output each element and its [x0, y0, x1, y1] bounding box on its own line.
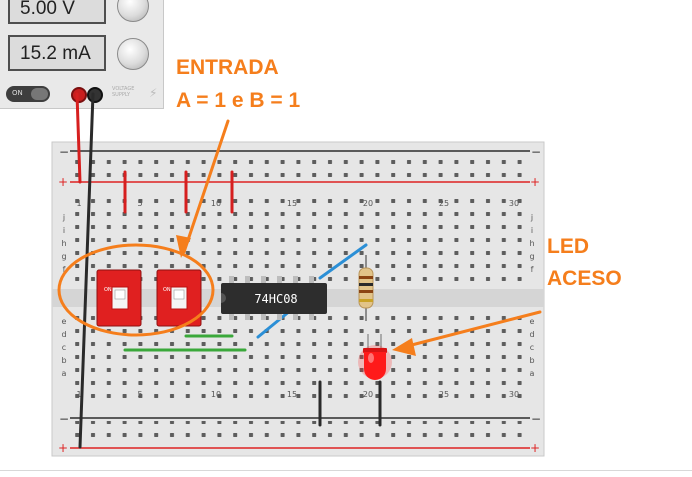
row-e-right: e — [530, 317, 535, 326]
ic-chip: 74HC08 — [221, 276, 327, 320]
rail-minus-top-right: − — [531, 145, 541, 159]
power-on-label: ON — [12, 89, 23, 97]
led — [358, 334, 392, 380]
dip-switch-b: ON — [156, 269, 202, 327]
lightning-icon: ⚡ — [149, 86, 158, 100]
power-toggle-thumb — [31, 88, 48, 100]
rail-plus-bottom-left: + — [58, 441, 68, 455]
row-h-right: h — [529, 239, 534, 248]
black-supply-wire — [78, 92, 95, 449]
col-num-top-25: 25 — [439, 199, 449, 208]
power-supply[interactable]: 5.00 V 15.2 mA ON VOLTAGE SUPPLY ⚡ — [0, 0, 164, 109]
row-c-right: c — [530, 343, 534, 352]
row-c-left: c — [62, 343, 66, 352]
col-num-bottom-25: 25 — [439, 390, 449, 399]
row-d-left: d — [61, 330, 66, 339]
col-num-bottom-30: 30 — [509, 390, 519, 399]
blue-wire-lower — [256, 295, 309, 339]
rail-plus-top-left: + — [58, 175, 68, 189]
top-rail-holes — [74, 155, 528, 178]
col-num-bottom-5: 5 — [137, 390, 142, 399]
row-i-left: i — [63, 226, 65, 235]
input-highlight-ellipse — [57, 243, 215, 337]
row-labels-right: j i h g f e d c b a — [529, 213, 534, 378]
center-channel — [52, 289, 544, 307]
led-title: LED — [547, 235, 589, 258]
led-arrowhead — [392, 338, 416, 356]
col-num-top-15: 15 — [287, 199, 297, 208]
blue-wire-upper — [318, 243, 368, 280]
row-i-right: i — [531, 226, 533, 235]
rail-minus-bottom-right: − — [531, 412, 541, 426]
row-a-left: a — [62, 369, 67, 378]
current-knob[interactable] — [117, 38, 149, 70]
col-num-bottom-1: 1 — [76, 390, 81, 399]
column-numbers-bottom: 1 5 10 15 20 25 30 — [76, 390, 519, 399]
row-d-right: d — [529, 330, 534, 339]
input-arrowhead — [176, 235, 191, 258]
row-b-right: b — [529, 356, 534, 365]
rail-minus-bottom-left: − — [59, 412, 69, 426]
col-num-top-5: 5 — [137, 199, 142, 208]
supply-label: VOLTAGE SUPPLY — [112, 86, 135, 98]
svg-text:ON: ON — [163, 287, 171, 293]
rail-minus-top-left: − — [59, 145, 69, 159]
upper-terminal-holes — [74, 194, 528, 284]
row-g-left: g — [61, 252, 66, 261]
row-j-right: j — [530, 213, 533, 222]
bottom-rail-holes — [74, 421, 528, 444]
rail-plus-top-right: + — [530, 175, 540, 189]
row-labels-left: j i h g f e d c b a — [61, 213, 66, 378]
power-toggle[interactable]: ON — [6, 86, 50, 102]
row-g-right: g — [529, 252, 534, 261]
row-a-right: a — [530, 369, 535, 378]
breadboard — [51, 141, 545, 457]
col-num-bottom-10: 10 — [211, 390, 221, 399]
row-f-left: f — [63, 265, 66, 274]
resistor — [358, 255, 374, 321]
dip-switch-a: ON — [96, 269, 142, 327]
voltage-display: 5.00 V — [8, 0, 106, 24]
row-h-left: h — [61, 239, 66, 248]
voltage-knob[interactable] — [117, 0, 149, 22]
lower-terminal-holes — [74, 310, 528, 400]
input-arrow — [182, 119, 230, 254]
rail-plus-bottom-right: + — [530, 441, 540, 455]
col-num-top-10: 10 — [211, 199, 221, 208]
input-condition: A = 1 e B = 1 — [176, 89, 301, 112]
column-numbers-top: 1 5 10 15 20 25 30 — [76, 199, 519, 208]
col-num-bottom-15: 15 — [287, 390, 297, 399]
row-e-left: e — [62, 317, 67, 326]
col-num-top-1: 1 — [76, 199, 81, 208]
svg-text:ON: ON — [104, 287, 112, 293]
input-title: ENTRADA — [176, 56, 279, 79]
led-arrow — [398, 310, 542, 350]
row-f-right: f — [531, 265, 534, 274]
chip-label: 74HC08 — [254, 292, 297, 306]
col-num-bottom-20: 20 — [363, 390, 373, 399]
bottom-divider — [0, 470, 692, 471]
row-b-left: b — [61, 356, 66, 365]
current-display: 15.2 mA — [8, 35, 106, 71]
col-num-top-20: 20 — [363, 199, 373, 208]
negative-terminal[interactable] — [87, 87, 103, 103]
col-num-top-30: 30 — [509, 199, 519, 208]
row-j-left: j — [62, 213, 65, 222]
led-status: ACESO — [547, 267, 622, 290]
positive-terminal[interactable] — [71, 87, 87, 103]
